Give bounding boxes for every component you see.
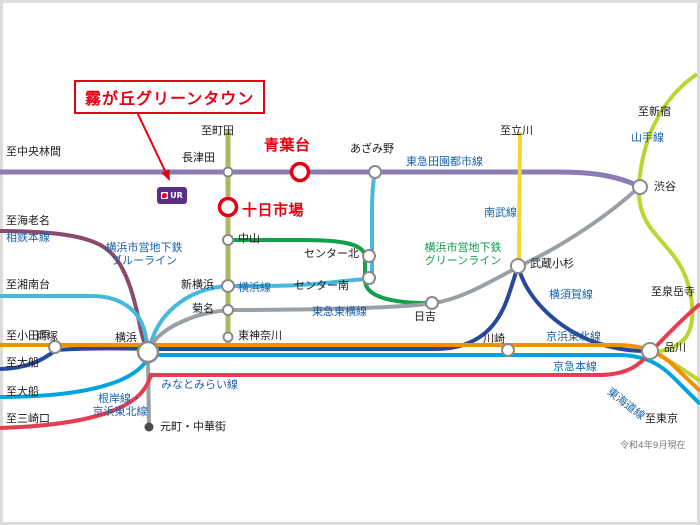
shibuya-station-marker: [632, 179, 648, 195]
station-label-kawasaki: 川崎: [483, 332, 505, 345]
station-label-kikuna: 菊名: [192, 302, 214, 315]
station-label-yokohama: 横浜: [115, 331, 137, 344]
station-label-nakayama: 中山: [238, 232, 260, 245]
blue-line-label-row1: 横浜市営地下鉄: [105, 241, 183, 254]
line-label-denentoshi: 東急田園都市線: [406, 155, 483, 168]
station-label-shinagawa: 品川: [664, 341, 686, 354]
date-note: 令和4年9月現在: [620, 441, 686, 451]
negishi-label-row2: 京浜東北線: [92, 404, 148, 418]
shin-yokohama-station-marker: [221, 279, 235, 293]
direction-ofuna-upper: 至大船: [6, 356, 39, 369]
motomachi-chukagai-station-marker: [144, 422, 154, 432]
tokaichiba-highlight-marker: [217, 196, 239, 218]
direction-ofuna-lower: 至大船: [6, 385, 39, 398]
negishi-label-row1: 根岸線・: [98, 392, 142, 405]
direction-ebina: 至海老名: [6, 214, 50, 227]
aobadai-highlight-marker: [289, 161, 311, 183]
line-label-keihin-tohoku: 京浜東北線: [546, 330, 601, 343]
subway-blue-line-path: [0, 171, 377, 354]
center-kita-station-marker: [362, 249, 376, 263]
direction-shonandai: 至湘南台: [6, 278, 50, 291]
highlight-label-aobadai: 青葉台: [264, 136, 311, 154]
nagatsuta-station-marker: [222, 166, 234, 178]
line-label-toyoko: 東急東横線: [312, 305, 367, 318]
direction-machida: 至町田: [201, 124, 234, 137]
line-label-yokosuka: 横須賀線: [549, 288, 593, 301]
station-label-shin-yokohama: 新横浜: [181, 278, 214, 291]
direction-shinjuku: 至新宿: [638, 105, 671, 118]
station-label-totsuka: 戸塚: [36, 330, 58, 343]
station-label-nagatsuta: 長津田: [182, 151, 215, 164]
ur-logo: UR: [157, 187, 187, 204]
highlight-label-tokaichiba: 十日市場: [242, 201, 305, 219]
callout-arrow-line: [136, 111, 167, 174]
station-label-higashi-kanagawa: 東神奈川: [238, 329, 282, 342]
line-label-keikyu: 京急本線: [553, 360, 597, 373]
totsuka-station-marker: [48, 340, 62, 354]
station-label-azamino: あざみ野: [350, 142, 394, 155]
callout-arrow-head: [161, 169, 170, 181]
direction-odawara: 至小田原: [6, 329, 50, 342]
musashi-kosugi-station-marker: [510, 258, 526, 274]
station-label-hiyoshi: 日吉: [414, 310, 436, 323]
ur-bird-icon: [161, 192, 169, 199]
kikuna-station-marker: [222, 304, 234, 316]
blue-line-label-row2: ブルーライン: [111, 253, 177, 267]
station-label-center-minami: センター南: [294, 279, 349, 292]
green-line-label-row1: 横浜市営地下鉄: [424, 241, 502, 254]
station-label-motomachi-chukagai: 元町・中華街: [160, 420, 226, 433]
denentoshi-line-path: [0, 169, 640, 189]
line-label-nambu: 南武線: [484, 206, 517, 219]
line-label-minatomirai: みなとみらい線: [161, 378, 238, 391]
yokohama-station-marker: [136, 340, 160, 364]
station-label-center-kita: センター北: [304, 247, 359, 260]
direction-tokyo: 至東京: [645, 412, 678, 425]
line-label-yamanote: 山手線: [631, 131, 664, 144]
nakayama-station-marker: [222, 234, 234, 246]
shinagawa-station-marker: [641, 342, 659, 360]
station-label-shibuya: 渋谷: [654, 180, 676, 193]
higashi-kanagawa-station-marker: [222, 331, 234, 343]
kirigaoka-callout-box: 霧が丘グリーンタウン: [74, 80, 266, 114]
direction-tachikawa: 至立川: [500, 124, 533, 137]
direction-sengakuji: 至泉岳寺: [651, 285, 695, 298]
line-label-blue-line: 横浜市営地下鉄 ブルーライン: [101, 241, 187, 267]
keikyu-line-path: [0, 302, 700, 430]
direction-misakiguchi: 至三崎口: [6, 412, 50, 425]
station-label-musashi-kosugi: 武蔵小杉: [530, 257, 574, 270]
center-minami-station-marker: [362, 271, 376, 285]
line-label-sotetsu: 相鉄本線: [6, 231, 50, 244]
keihin-tohoku-negishi-line-path: [0, 353, 700, 406]
line-label-yokohama-line: 横浜線: [238, 281, 271, 294]
line-label-green-line: 横浜市営地下鉄 グリーンライン: [420, 241, 506, 267]
kawasaki-station-marker: [501, 343, 515, 357]
nambu-line-path: [517, 131, 522, 264]
hiyoshi-station-marker: [425, 296, 439, 310]
direction-chuo-rinkan: 至中央林間: [6, 145, 61, 158]
azamino-station-marker: [368, 165, 382, 179]
line-label-negishi: 根岸線・ 京浜東北線: [80, 392, 160, 418]
green-line-label-row2: グリーンライン: [424, 253, 502, 267]
ur-logo-text: UR: [170, 190, 183, 200]
